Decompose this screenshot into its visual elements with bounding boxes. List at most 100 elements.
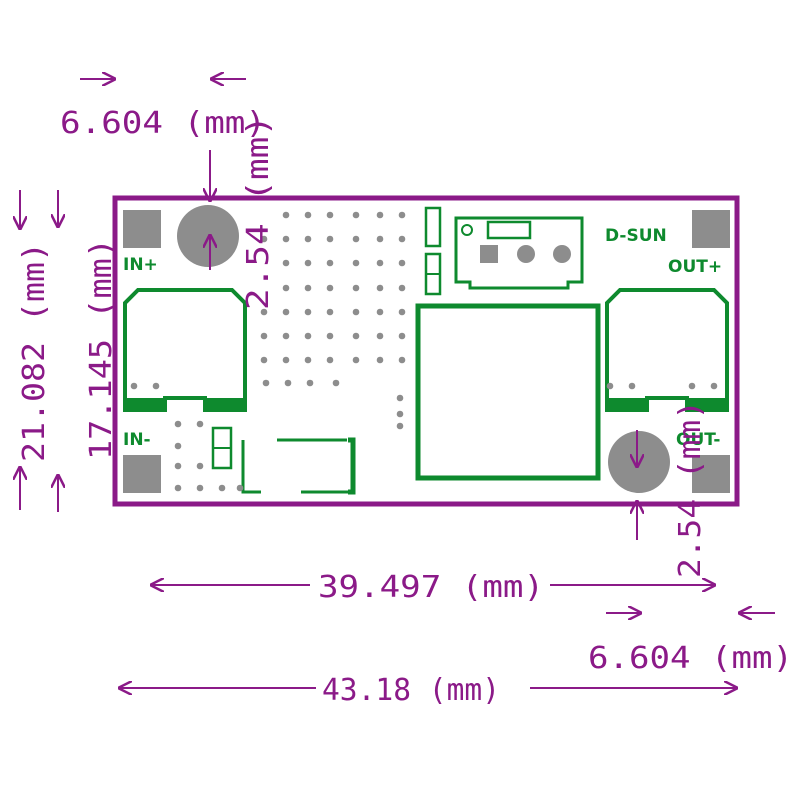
pad-in-plus [123, 210, 161, 248]
potentiometer-pin-1 [461, 224, 473, 236]
via [260, 235, 268, 243]
dim-hole-spacing-horizontal: 39.497 (mm) [318, 570, 544, 605]
dimension-annotations [20, 79, 775, 688]
potentiometer-pin-3 [517, 245, 535, 263]
via [352, 211, 360, 219]
pad-out-plus [692, 210, 730, 248]
via [304, 284, 312, 292]
via [282, 356, 290, 364]
via [376, 259, 384, 267]
via [174, 442, 182, 450]
via [326, 332, 334, 340]
via [306, 379, 314, 387]
potentiometer-pin-2 [480, 245, 498, 263]
via [352, 284, 360, 292]
via [260, 356, 268, 364]
via [262, 379, 270, 387]
via [398, 211, 406, 219]
label-in-plus: IN+ [123, 255, 158, 275]
potentiometer-knob [486, 220, 532, 240]
mounting-hole-top [177, 205, 239, 267]
via [398, 284, 406, 292]
via [304, 211, 312, 219]
via [376, 332, 384, 340]
right-capacitor-pad-b [687, 398, 727, 410]
via [710, 382, 718, 390]
via [196, 420, 204, 428]
via [376, 284, 384, 292]
potentiometer-outline [454, 216, 584, 290]
via [304, 259, 312, 267]
dim-bottom-hole-diameter: 2.54 (mm) [673, 400, 708, 578]
via [396, 394, 404, 402]
via [376, 235, 384, 243]
label-brand: D-SUN [605, 226, 667, 246]
via [398, 332, 406, 340]
right-capacitor-pad-a [607, 398, 647, 410]
via [396, 422, 404, 430]
dim-board-width: 43.18 (mm) [322, 673, 500, 708]
dim-hole-spacing-vertical: 17.145 (mm) [84, 238, 119, 460]
via [196, 462, 204, 470]
via [352, 332, 360, 340]
via [376, 211, 384, 219]
via [326, 356, 334, 364]
via [174, 420, 182, 428]
via [398, 235, 406, 243]
via [282, 235, 290, 243]
via [628, 382, 636, 390]
dimension-labels: 6.604 (mm) 2.54 (mm) 21.082 (mm) 17.145 … [17, 106, 793, 708]
via [326, 284, 334, 292]
via [218, 484, 226, 492]
via [282, 332, 290, 340]
via [282, 308, 290, 316]
label-in-minus: IN- [123, 430, 151, 450]
via [152, 382, 160, 390]
via [326, 308, 334, 316]
via-grid [130, 211, 718, 492]
via [282, 259, 290, 267]
mounting-hole-bottom [608, 431, 670, 493]
via [174, 484, 182, 492]
via [260, 332, 268, 340]
via [398, 356, 406, 364]
via [282, 211, 290, 219]
left-capacitor-pad-a [125, 398, 165, 410]
via [352, 259, 360, 267]
potentiometer-pin-4 [553, 245, 571, 263]
via [688, 382, 696, 390]
via [352, 308, 360, 316]
via [304, 356, 312, 364]
label-out-plus: OUT+ [668, 257, 722, 277]
via [376, 308, 384, 316]
dim-bottom-hole-offset: 6.604 (mm) [588, 641, 793, 676]
via [606, 382, 614, 390]
via [398, 259, 406, 267]
via [236, 484, 244, 492]
via [326, 259, 334, 267]
via [304, 332, 312, 340]
via [130, 382, 138, 390]
via [174, 462, 182, 470]
inductor-outline [415, 303, 601, 481]
dim-board-height: 21.082 (mm) [17, 242, 52, 462]
via [352, 235, 360, 243]
label-out-minus: OUT- [676, 430, 720, 450]
via [326, 235, 334, 243]
via [284, 379, 292, 387]
via [398, 308, 406, 316]
smd-part-top-a [424, 206, 442, 248]
via [326, 211, 334, 219]
pad-in-minus [123, 455, 161, 493]
via [260, 308, 268, 316]
pcb-board: IN+ IN- OUT+ OUT- D-SUN [112, 195, 740, 507]
via [304, 235, 312, 243]
via [332, 379, 340, 387]
via [396, 410, 404, 418]
left-capacitor-pad-b [205, 398, 245, 410]
via [304, 308, 312, 316]
via [352, 356, 360, 364]
dim-top-hole-diameter: 2.54 (mm) [241, 115, 276, 310]
dim-top-hole-offset: 6.604 (mm) [60, 106, 266, 141]
